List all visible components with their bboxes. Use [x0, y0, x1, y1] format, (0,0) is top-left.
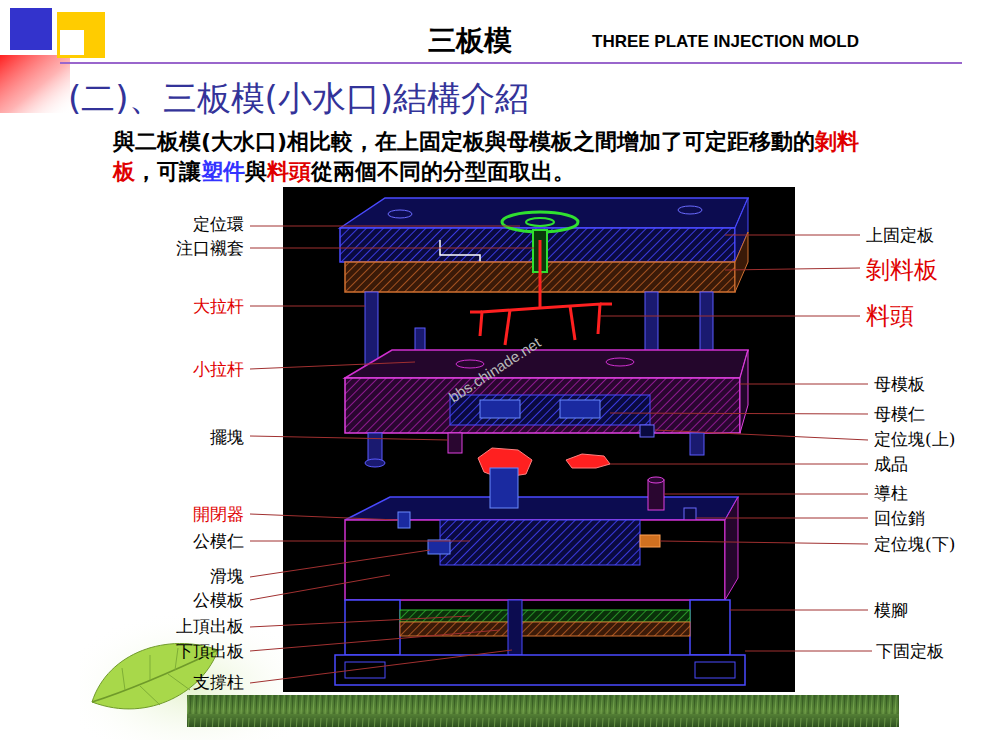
body-segment: 與二板模(大水口)相比較，在上固定板與母模板之間增加了可定距移動的	[113, 129, 815, 154]
product	[566, 454, 610, 468]
rod-end	[690, 433, 704, 455]
slider	[428, 540, 450, 554]
callout-label: 剝料板	[866, 256, 938, 285]
core-insert	[440, 520, 640, 565]
body-segment: 從兩個不同的分型面取出。	[311, 159, 575, 184]
callout-label: 定位塊(上)	[874, 429, 955, 449]
callout-label: 料頭	[866, 302, 914, 331]
core-pin	[490, 468, 518, 508]
callout-label: 定位環	[193, 214, 244, 234]
body-segment: 與	[245, 159, 267, 184]
body-segment: 塑件	[201, 159, 245, 184]
hole	[456, 360, 484, 368]
header-rule	[60, 62, 962, 64]
locating-ring-inner	[526, 218, 554, 226]
cavity-insert	[450, 395, 650, 425]
cavity-top-face	[345, 350, 748, 378]
hole	[606, 358, 634, 366]
cavity-plate	[345, 378, 740, 433]
callout-label: 導柱	[874, 483, 908, 503]
slide-heading: (二)、三板模(小水口)結構介紹	[68, 78, 529, 119]
guide-pillar-top	[648, 477, 664, 483]
mold-leg	[345, 600, 400, 655]
callout-label: 母模仁	[874, 404, 925, 424]
yellow-square	[57, 12, 105, 58]
core-plate	[345, 520, 725, 600]
callout-label: 母模板	[874, 374, 925, 394]
callout-label: 成品	[874, 454, 908, 474]
insert-block	[560, 400, 600, 418]
ejector-plate	[400, 622, 690, 636]
callout-label: 開閉器	[193, 504, 244, 524]
red-block	[0, 55, 70, 113]
drawing-ground	[283, 187, 795, 692]
rod-head	[365, 459, 385, 467]
callout-label: 小拉杆	[193, 359, 244, 379]
core-side	[725, 497, 738, 600]
guide-pillar	[648, 480, 664, 510]
body-segment: ，可讓	[135, 159, 201, 184]
callout-label: 注口襯套	[176, 238, 244, 258]
header-subtitle: THREE PLATE INJECTION MOLD	[592, 32, 859, 52]
mold-illustration	[283, 187, 795, 692]
hole	[678, 206, 702, 214]
header-title: 三板模	[428, 24, 512, 58]
body-segment: 料頭	[267, 159, 311, 184]
runner	[470, 240, 612, 345]
callout-label: 大拉杆	[193, 296, 244, 316]
callout-label: 上頂出板	[176, 616, 244, 636]
callout-label: 上固定板	[866, 225, 934, 245]
callout-label: 回位銷	[874, 508, 925, 528]
stripper-side	[735, 232, 748, 292]
cavity-side	[740, 350, 748, 433]
upper-locating-block	[640, 425, 654, 437]
foot	[695, 662, 735, 678]
step-line	[440, 240, 480, 262]
leader-lines	[250, 226, 872, 683]
mold-leg	[690, 600, 730, 655]
callout-label: 公模仁	[193, 531, 244, 551]
swing-block	[448, 433, 462, 453]
latch	[398, 512, 410, 528]
callout-label: 擺塊	[210, 427, 244, 447]
hole	[388, 210, 412, 218]
callout-label: 公模板	[193, 590, 244, 610]
grass-texture	[187, 695, 899, 727]
insert-block	[480, 400, 520, 418]
bottom-clamp-plate	[335, 655, 745, 685]
callout-label: 滑塊	[210, 566, 244, 586]
support-pillar	[508, 600, 522, 655]
callout-label: 模腳	[874, 600, 908, 620]
callout-label: 下固定板	[876, 641, 944, 661]
white-square	[60, 30, 84, 55]
callout-label: 定位塊(下)	[874, 534, 955, 554]
ejector-retainer-plate	[400, 610, 690, 622]
callout-label: 支撐柱	[193, 672, 244, 692]
blue-square	[10, 8, 52, 50]
callout-label: 下頂出板	[176, 641, 244, 661]
body-text: 與二板模(大水口)相比較，在上固定板與母模板之間增加了可定距移動的剝料板，可讓塑…	[113, 127, 898, 187]
lower-locating-block	[640, 535, 660, 547]
grass-band	[187, 695, 899, 727]
